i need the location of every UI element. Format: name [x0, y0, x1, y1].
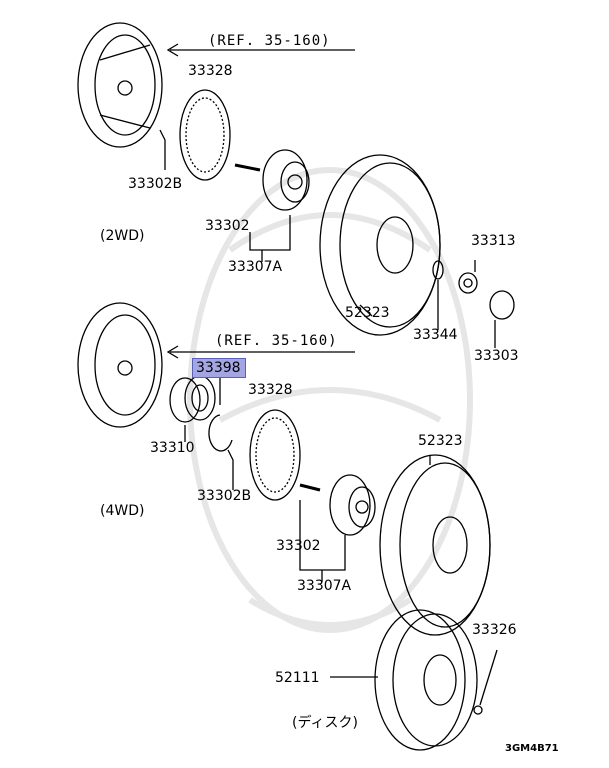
brake-drum-upper: [319, 154, 441, 336]
part-label[interactable]: 52323: [418, 433, 463, 449]
hub-lower: [329, 474, 376, 536]
diagram-code: 3GM4B71: [505, 743, 559, 754]
sensor-rotor-lower: [249, 409, 301, 501]
ref-label-upper: (REF. 35-160): [208, 33, 331, 49]
ref-arrow-upper: [166, 43, 355, 57]
bolt-33302b-lower: [227, 449, 234, 490]
hub-bolt-upper: [234, 163, 261, 172]
sensor-rotor-upper: [179, 89, 231, 181]
ref-label-lower: (REF. 35-160): [215, 333, 338, 349]
part-label[interactable]: 52111: [275, 670, 320, 686]
highlighted-part-label[interactable]: 33398: [192, 358, 246, 378]
part-label[interactable]: 33344: [413, 327, 458, 343]
hub-bolt-lower: [299, 483, 321, 492]
variant-label-4wd: (4WD): [100, 503, 145, 519]
part-label[interactable]: 33302: [276, 538, 321, 554]
part-label[interactable]: 33313: [471, 233, 516, 249]
washer-33344: [432, 260, 444, 280]
hub-upper: [262, 149, 310, 211]
brake-disc-52111: [374, 609, 478, 751]
brake-drum-lower: [379, 454, 491, 636]
leader-33326: [479, 649, 498, 706]
leader-33307a-upper: [249, 215, 291, 262]
bolt-33302b-upper: [159, 129, 166, 170]
part-label[interactable]: 33307A: [228, 259, 283, 275]
part-label[interactable]: 33303: [474, 348, 519, 364]
part-label[interactable]: 33328: [248, 382, 293, 398]
leader-33307a-lower: [299, 500, 346, 582]
snap-ring-33398: [208, 414, 233, 452]
leader-52323-upper: [359, 304, 373, 317]
variant-label-2wd: (2WD): [100, 228, 145, 244]
part-label[interactable]: 33310: [150, 440, 195, 456]
ref-arrow-lower: [166, 345, 355, 359]
watermark-logo: [187, 167, 473, 633]
part-label[interactable]: 33307A: [297, 578, 352, 594]
screw-33326: [473, 705, 483, 715]
part-label[interactable]: 33328: [188, 63, 233, 79]
part-label[interactable]: 33302B: [128, 176, 183, 192]
part-label[interactable]: 33302: [205, 218, 250, 234]
part-label[interactable]: 52323: [345, 305, 390, 321]
part-label[interactable]: 33326: [472, 622, 517, 638]
brake-backing-plate-4wd: [77, 302, 163, 428]
variant-label-disc: (ディスク): [292, 715, 358, 731]
brake-backing-plate-2wd: [77, 22, 163, 148]
cap-33303: [489, 290, 515, 320]
nut-33313: [458, 272, 478, 294]
part-label[interactable]: 33302B: [197, 488, 252, 504]
